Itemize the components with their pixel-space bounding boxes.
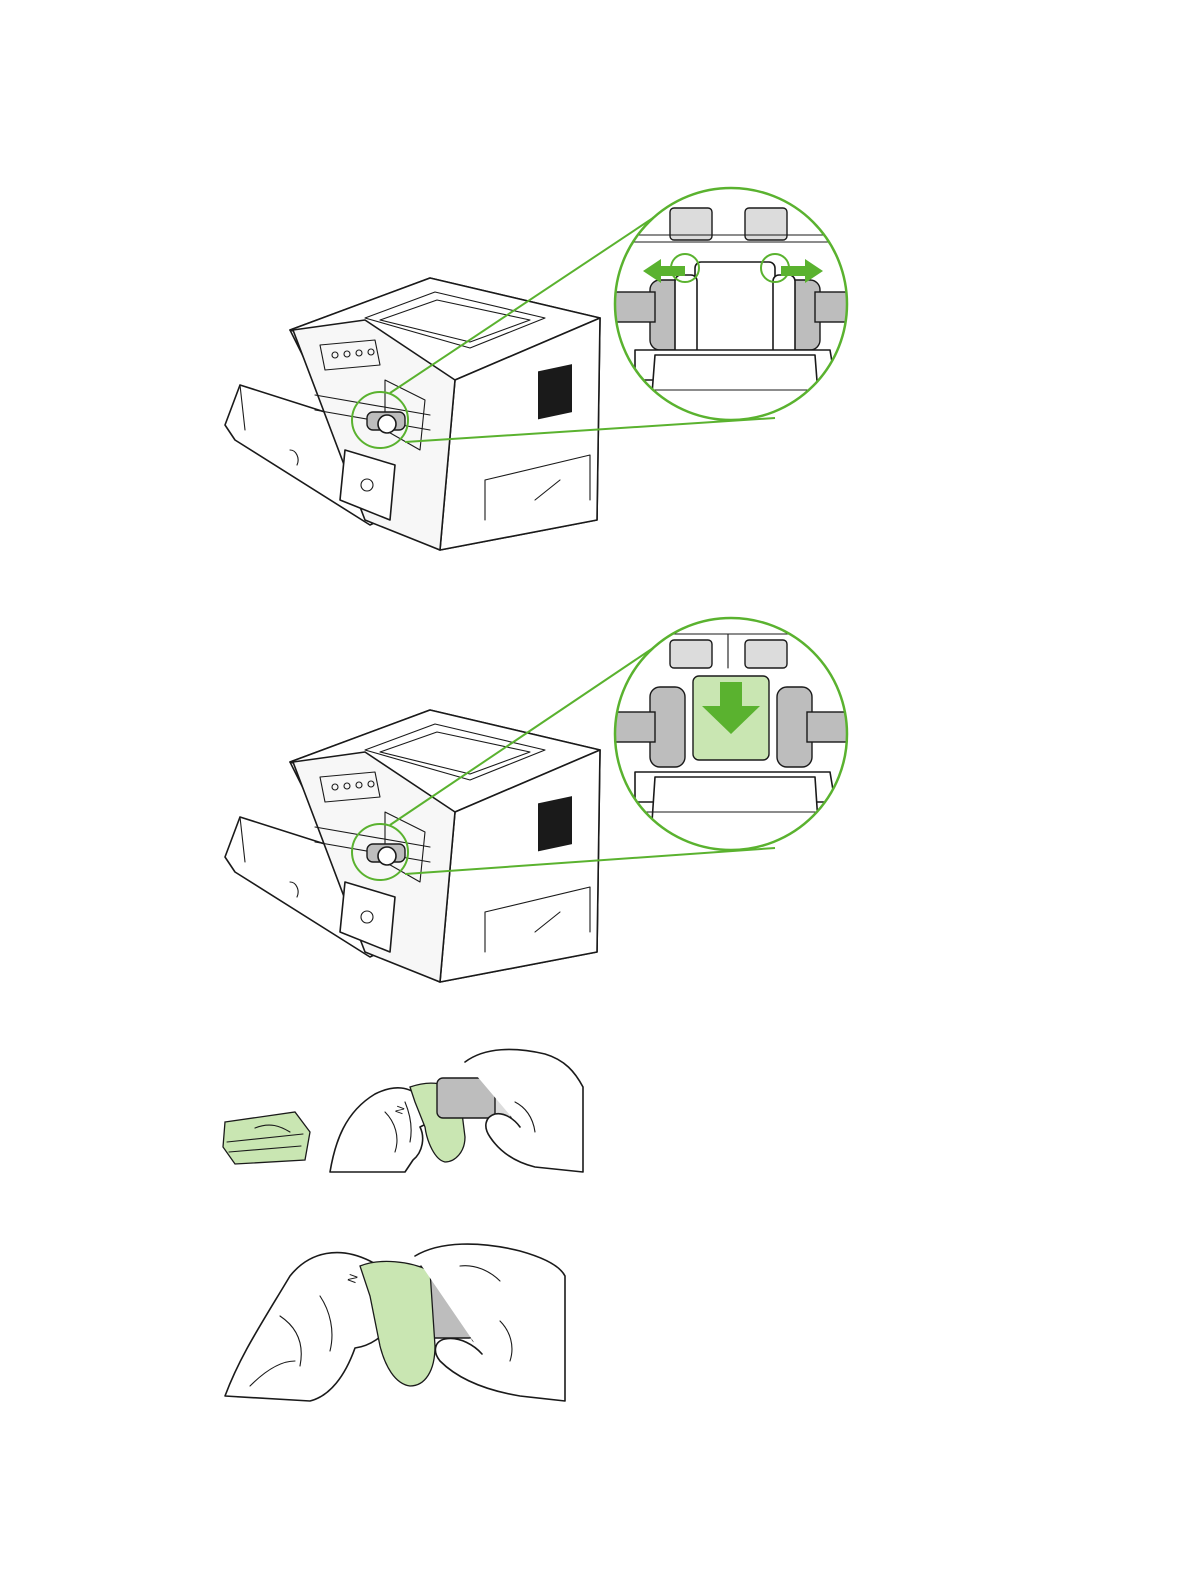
zoom-detail-remove-roller xyxy=(615,618,855,852)
folded-cloth-icon xyxy=(223,1112,310,1164)
figure-wipe-roller: N xyxy=(220,1236,570,1406)
vent-grille xyxy=(538,364,572,419)
figure-printer-remove-roller xyxy=(215,612,855,992)
figure-cloth-and-roller: N xyxy=(215,1042,595,1182)
zoom-detail-release-tabs xyxy=(615,188,855,420)
printer-illustration xyxy=(225,278,600,550)
figure-printer-release-tabs xyxy=(215,180,855,560)
vent-grille xyxy=(538,796,572,851)
printer-illustration xyxy=(225,710,600,982)
